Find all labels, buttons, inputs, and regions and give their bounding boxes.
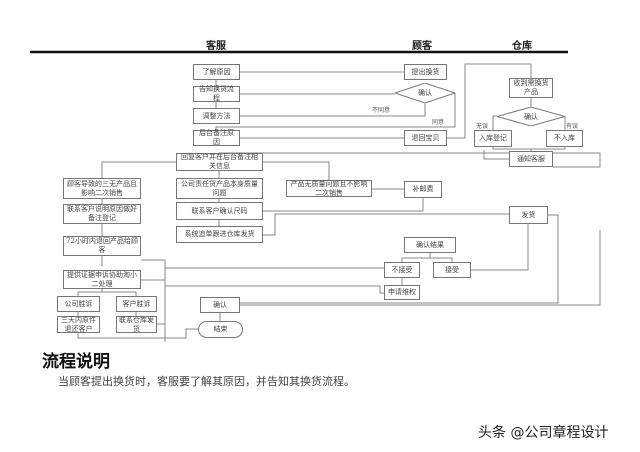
node-result: 确认结果 [404,237,456,253]
node-reject: 不接受 [384,262,420,278]
lane-header-customer: 顾客 [412,41,432,52]
node-return3: 三天内原件退还客户 [57,316,100,333]
label-no-error: 无误 [476,123,489,130]
node-return-item: 退回宝贝 [404,130,447,146]
node-end: 结束 [198,321,243,338]
node-track: 系统追单跟进仓库发货 [176,226,263,243]
node-inform: 告知换货流程 [193,85,240,102]
node-notify: 通知客服 [509,151,553,167]
decision-confirm1: 确认 [395,83,455,103]
label-agree: 同意 [432,119,445,126]
node-receive: 收到需换货产品 [509,78,553,98]
description-text: 当顾客提出换货时，客服要了解其原因，并告知其换货流程。 [58,375,355,388]
lane-header-warehouse: 仓库 [512,41,532,52]
label-has-error: 有误 [566,123,579,130]
node-reply: 回复客户并在后台备注相关信息 [176,153,263,171]
node-note-reason: 后台备注原因 [193,129,240,146]
node-adjust: 调整方法 [193,108,240,124]
decision-label: 确认 [524,112,538,121]
node-company-win: 公司胜诉 [57,296,100,312]
node-ship: 发货 [509,206,548,224]
node-confirm3: 确认 [200,297,240,313]
lane-header-service: 客服 [206,41,226,52]
section-title: 流程说明 [42,352,110,372]
label-disagree: 不同意 [372,107,391,114]
node-cust-fault: 顾客导致的三无产品且影响二次销售 [63,178,141,199]
node-no-stock: 不入库 [546,130,583,147]
decision-confirm2: 确认 [497,107,565,126]
node-return72: 72小时内退回产品给顾客 [63,236,141,256]
node-cust-win: 客户胜诉 [116,296,157,312]
node-no-quality: 产品无质量问题且不影响二次销售 [286,180,372,197]
watermark: 头条 @公司章程设计 [478,425,609,441]
node-accept: 接受 [433,262,471,278]
node-confirm-size: 联系客户确认尺码 [176,202,263,220]
node-rights: 申请维权 [384,285,420,300]
decision-label: 确认 [418,89,432,97]
node-company-fault: 公司责任货产品本身质量问题 [176,178,263,199]
node-explain: 联系客户说明原因做好备注登记 [63,204,141,224]
node-postage: 补邮费 [404,181,442,198]
node-appeal: 提供证据申诉协助淘小二处理 [63,270,141,289]
node-understand: 了解原因 [193,64,240,80]
node-request: 提出换货 [404,64,447,80]
node-contact-wh: 联系仓库发货 [116,316,157,333]
node-stock-in: 入库登记 [474,130,512,147]
